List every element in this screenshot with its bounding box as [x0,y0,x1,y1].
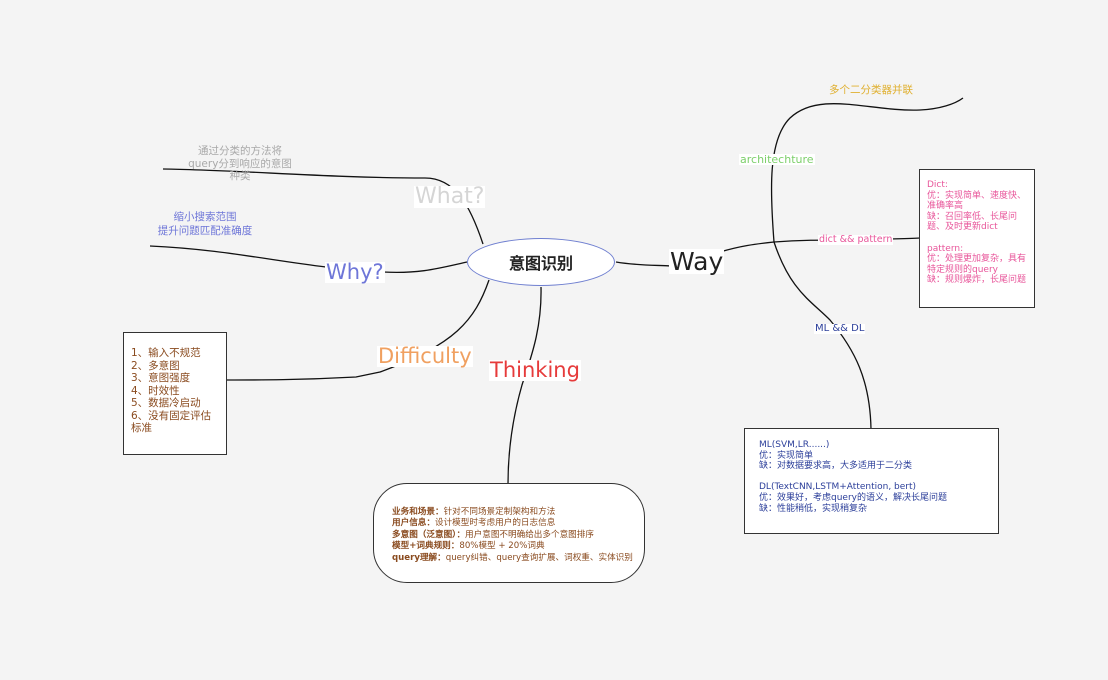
dl-line: 缺：性能稍低，实现稍复杂 [759,503,868,514]
dict-line: 优：实现简单、速度快、 准确率高 [927,190,1027,212]
pattern-line: pattern: [927,243,964,254]
connector-ml [773,241,872,430]
difficulty-item: 1、输入不规范 [131,347,201,359]
connector-why [149,245,468,274]
connector-architecture [770,97,964,243]
ml-line: ML(SVM,LR......) [759,440,830,450]
dl-line: DL(TextCNN,LSTM+Attention, bert) [759,482,917,493]
what-note: 通过分类的方法将 query分到响应的意图 种类 [188,145,292,183]
why-note: 缩小搜索范围 提升问题匹配准确度 [157,211,253,237]
thinking-item: 用户信息：设计模型时考虑用户的日志信息 [392,518,556,529]
ml-dl-label[interactable]: ML && DL [814,323,866,334]
pattern-line: 优：处理更加复杂，具有 特定规则的query [927,254,1027,275]
thinking-item: query理解：query纠错、query查询扩展、词权重、实体识别 [392,552,633,563]
difficulty-box: 1、输入不规范 2、多意图 3、意图强度 4、时效性 5、数据冷启动 6、没有固… [123,332,227,455]
architecture-label[interactable]: architechture [739,153,815,166]
difficulty-item: 2、多意图 [131,359,180,372]
difficulty-item: 5、数据冷启动 [131,397,201,409]
way-label[interactable]: Way [669,247,725,276]
difficulty-item: 3、意图强度 [131,372,191,384]
dict-line: Dict: [927,180,948,190]
ml-line: 缺：对数据要求高，大多适用于二分类 [759,461,913,472]
dict-pattern-box: Dict: 优：实现简单、速度快、 准确率高 缺：召回率低、长尾问 题、及时更新… [919,169,1035,308]
dict-pattern-label[interactable]: dict && pattern [818,234,894,245]
center-node[interactable]: 意图识别 [467,238,615,286]
thinking-label[interactable]: Thinking [489,358,581,382]
connector-difficulty [226,279,490,381]
ml-spacer [759,472,992,483]
thinking-item: 业务和场景：针对不同场景定制架构和方法 [392,507,556,517]
connector-thinking [507,286,542,485]
what-label[interactable]: What? [414,184,486,209]
difficulty-item: 4、时效性 [131,384,180,397]
dl-line: 优：效果好，考虑query的语义，解决长尾问题 [759,492,947,503]
architecture-child-label: 多个二分类器并联 [829,84,913,96]
pattern-line: 缺：规则爆炸，长尾问题 [927,275,1027,286]
ml-line: 优：实现简单 [759,450,814,461]
difficulty-label[interactable]: Difficulty [377,344,473,368]
ml-dl-box: ML(SVM,LR......) 优：实现简单 缺：对数据要求高，大多适用于二分… [744,428,999,534]
dict-line: 缺：召回率低、长尾问 题、及时更新dict [927,211,1018,233]
connector-way [615,241,775,267]
why-label[interactable]: Why? [325,260,385,284]
dict-spacer [927,233,1030,244]
difficulty-item: 6、没有固定评估 标准 [131,409,212,435]
thinking-box: 业务和场景：针对不同场景定制架构和方法 用户信息：设计模型时考虑用户的日志信息 … [373,483,645,583]
center-label: 意图识别 [508,254,573,273]
thinking-item: 多意图（泛意图）：用户意图不明确给出多个意图排序 [392,529,594,540]
thinking-item: 模型+词典规则：80%模型 + 20%词典 [392,541,545,552]
